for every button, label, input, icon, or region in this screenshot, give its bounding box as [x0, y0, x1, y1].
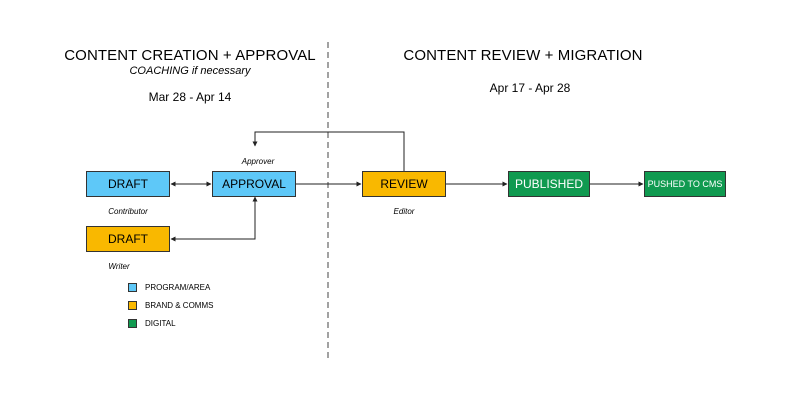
legend-label-digital: DIGITAL	[145, 319, 176, 328]
legend-label-brand-comms: BRAND & COMMS	[145, 301, 214, 310]
connector-approval-writer	[170, 196, 258, 242]
legend-label-program-area: PROGRAM/AREA	[145, 283, 211, 292]
node-draft-writer-label: DRAFT	[108, 232, 148, 246]
legend-swatch-brand-comms	[128, 301, 137, 310]
legend-swatch-program-area	[128, 283, 137, 292]
node-approval-label: APPROVAL	[222, 177, 286, 191]
node-draft-contributor: DRAFT	[86, 171, 170, 197]
legend-item-digital: DIGITAL	[128, 319, 176, 328]
legend-item-program-area: PROGRAM/AREA	[128, 283, 210, 292]
legend-item-brand-comms: BRAND & COMMS	[128, 301, 213, 310]
legend-swatch-digital	[128, 319, 137, 328]
node-approval: APPROVAL	[212, 171, 296, 197]
phase-1-title: CONTENT CREATION + APPROVAL	[64, 47, 316, 64]
node-published: PUBLISHED	[508, 171, 590, 197]
node-review: REVIEW	[362, 171, 446, 197]
node-pushed-to-cms-label: PUSHED TO CMS	[647, 179, 723, 189]
phase-1-dates: Mar 28 - Apr 14	[148, 90, 232, 104]
role-writer: Writer	[108, 262, 130, 271]
role-editor: Editor	[393, 207, 415, 216]
phase-1-subtitle: COACHING if necessary	[129, 65, 251, 77]
role-contributor: Contributor	[108, 207, 148, 216]
phase-2-dates: Apr 17 - Apr 28	[489, 81, 571, 95]
node-pushed-to-cms: PUSHED TO CMS	[644, 171, 726, 197]
node-draft-writer: DRAFT	[86, 226, 170, 252]
phase-2-title: CONTENT REVIEW + MIGRATION	[403, 47, 643, 64]
role-approver: Approver	[241, 157, 275, 166]
node-published-label: PUBLISHED	[514, 177, 584, 191]
node-review-label: REVIEW	[380, 177, 428, 191]
connector-review-approval	[252, 131, 405, 171]
node-draft-contributor-label: DRAFT	[108, 177, 148, 191]
